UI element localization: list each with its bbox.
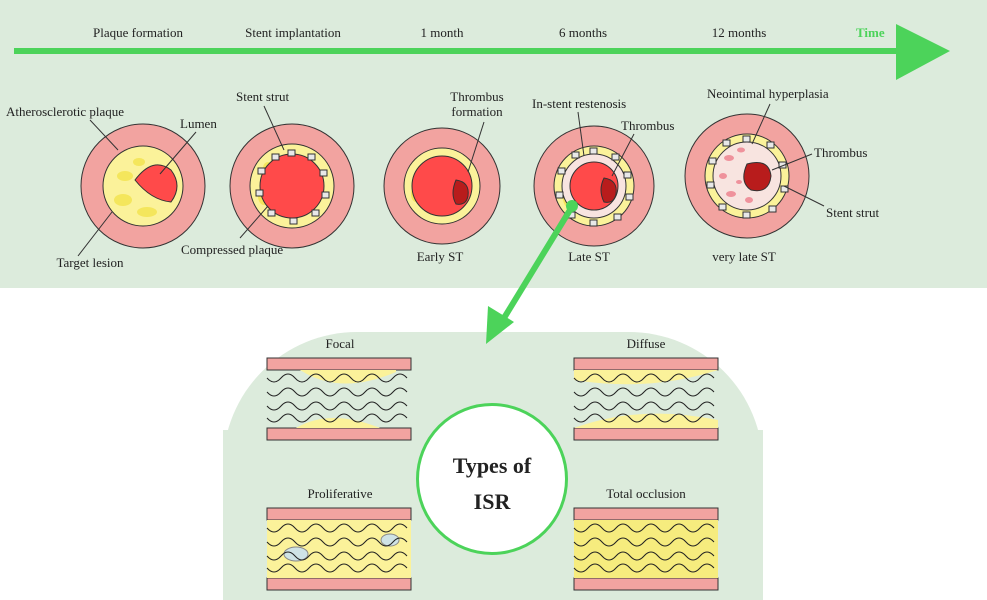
cross-section-early-st <box>383 127 501 245</box>
vessel-proliferative <box>266 507 412 591</box>
label-total-occlusion: Total occlusion <box>606 486 686 501</box>
label-focal: Focal <box>325 336 355 351</box>
label-stent-strut-1: Stent strut <box>236 89 290 104</box>
types-of-isr-line2: ISR <box>473 489 511 514</box>
label-proliferative: Proliferative <box>307 486 373 501</box>
label-thrombus-2: Thrombus <box>814 145 868 160</box>
label-in-stent-restenosis: In-stent restenosis <box>532 96 627 111</box>
stage-1-month: 1 month <box>420 25 464 40</box>
label-lumen: Lumen <box>180 116 217 131</box>
vessel-total-occlusion <box>573 507 719 591</box>
label-diffuse: Diffuse <box>626 336 666 351</box>
label-neointimal-hyperplasia: Neointimal hyperplasia <box>707 86 829 101</box>
cross-section-stent <box>229 123 355 249</box>
label-very-late-st: very late ST <box>712 249 776 264</box>
label-thrombus-1: Thrombus <box>621 118 675 133</box>
stage-plaque-formation: Plaque formation <box>93 25 183 40</box>
stage-6-months: 6 months <box>558 25 608 40</box>
stage-12-months: 12 months <box>711 25 767 40</box>
stage-stent-implantation: Stent implantation <box>245 25 341 40</box>
label-target-lesion: Target lesion <box>56 255 124 270</box>
label-thrombus-formation: Thrombus formation <box>450 89 504 119</box>
cross-section-very-late-st <box>684 113 810 239</box>
vessel-focal <box>266 357 412 441</box>
time-axis-label: Time <box>856 25 885 40</box>
label-early-st: Early ST <box>416 249 464 264</box>
label-late-st: Late ST <box>568 249 610 264</box>
types-of-isr-circle <box>416 403 568 555</box>
callout-arrow <box>486 200 578 344</box>
cross-section-plaque <box>80 123 206 249</box>
label-atherosclerotic-plaque: Atherosclerotic plaque <box>6 104 125 119</box>
label-stent-strut-2: Stent strut <box>826 205 880 220</box>
types-of-isr-line1: Types of <box>452 453 532 478</box>
time-arrow <box>14 24 950 80</box>
cross-section-late-st <box>533 125 655 247</box>
label-compressed-plaque: Compressed plaque <box>181 242 284 257</box>
vessel-diffuse <box>573 357 719 441</box>
